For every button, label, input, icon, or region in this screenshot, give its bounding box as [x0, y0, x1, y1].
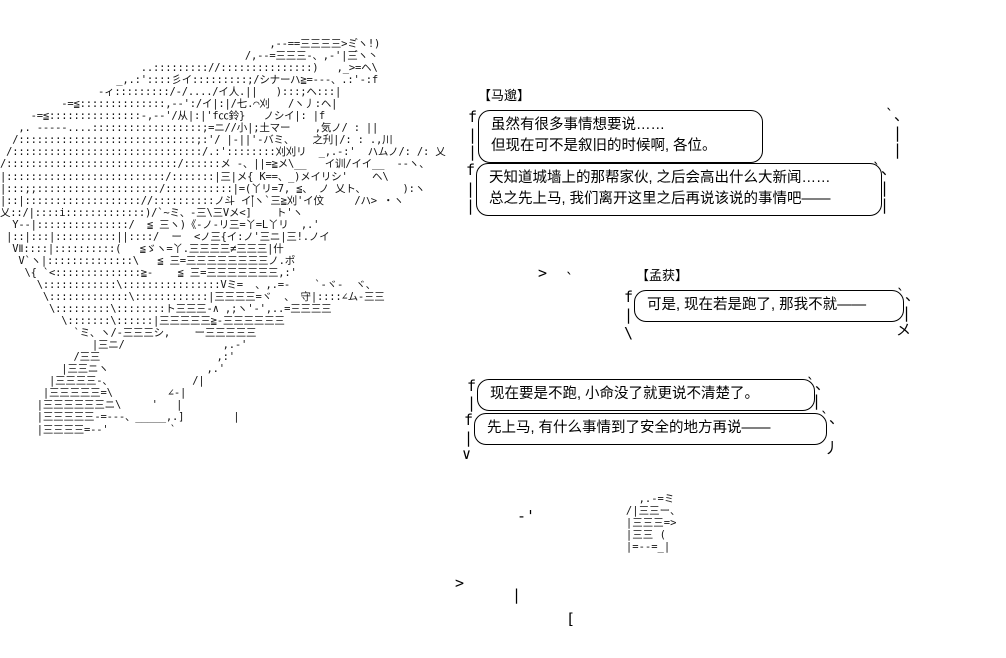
- tail-11: |: [467, 394, 477, 412]
- tail-10: f: [467, 377, 477, 395]
- tail-6: |: [466, 197, 476, 215]
- mark-slash: -': [517, 507, 536, 525]
- dialogue-line: 总之先上马, 我们离开这里之后再说该说的事情吧——: [489, 191, 831, 207]
- dialogue-line: 可是, 现在若是跑了, 那我不就——: [647, 297, 867, 313]
- mark-pipe: |: [512, 586, 522, 604]
- dialogue-line: 现在要是不跑, 小命没了就更说不清楚了。: [490, 386, 760, 402]
- tail-2: |: [468, 126, 478, 144]
- mark-bracket: [: [566, 610, 576, 628]
- tail-22: |: [902, 304, 912, 322]
- tail-3: |: [468, 143, 478, 161]
- speaker-name-meng-huo: 【孟获】: [636, 268, 689, 283]
- speaker-name-ma-miao: 【马邈】: [478, 88, 531, 103]
- dialogue-bubble-meng-huo-box-1: 可是, 现在若是跑了, 那我不就——: [634, 290, 904, 322]
- dialogue-line: 但现在可不是叙旧的时候啊, 各位。: [491, 138, 717, 154]
- tail-8: |: [624, 306, 634, 324]
- dialogue-bubble-ma-miao-box-1: 虽然有很多事情想要说…… 但现在可不是叙旧的时候啊, 各位。: [478, 110, 763, 163]
- tail-7: f: [624, 288, 634, 306]
- tail-12: f: [464, 411, 474, 429]
- dialogue-line: 先上马, 有什么事情到了安全的地方再说——: [487, 420, 771, 436]
- dialogue-bubble-ma-miao-box-4: 先上马, 有什么事情到了安全的地方再说——: [474, 413, 827, 445]
- tail-15: `、: [885, 106, 910, 124]
- tail-13: |: [464, 429, 474, 447]
- tail-25: |: [812, 392, 822, 410]
- ascii-art-small-figure: ,.-=ミ /|三三ー、 |三三三=> |三三 ( |=--=_|: [625, 493, 681, 554]
- tail-14: ∨: [462, 445, 472, 463]
- dialogue-bubble-ma-miao-box-3: 现在要是不跑, 小命没了就更说不清楚了。: [477, 379, 815, 411]
- tail-27: 丿: [824, 439, 840, 457]
- tail-19: |: [880, 179, 890, 197]
- ascii-art-illustration: ,--==三三三三>ミ゙ヽ!) /,--=三三三-、,-'|三゙ヽ丶 ..:::…: [0, 38, 446, 436]
- dialogue-line: 虽然有很多事情想要说……: [491, 117, 665, 133]
- dialogue-bubble-ma-miao-box-2: 天知道城墙上的那帮家伙, 之后会高出什么大新闻…… 总之先上马, 我们离开这里之后…: [476, 163, 882, 216]
- mark-tick-1: `: [565, 270, 575, 288]
- tail-20: |: [880, 196, 890, 214]
- tail-16: |: [893, 124, 903, 142]
- tail-23: メ: [896, 321, 912, 339]
- tail-5: |: [466, 180, 476, 198]
- dialogue-line: 天知道城墙上的那帮家伙, 之后会高出什么大新闻……: [489, 170, 831, 186]
- tail-17: |: [893, 141, 903, 159]
- tail-9: \: [624, 324, 634, 342]
- tail-1: f: [468, 108, 478, 126]
- mark-gt-2: >: [455, 574, 465, 592]
- tail-4: f: [466, 161, 476, 179]
- mark-gt-1: >: [538, 264, 548, 282]
